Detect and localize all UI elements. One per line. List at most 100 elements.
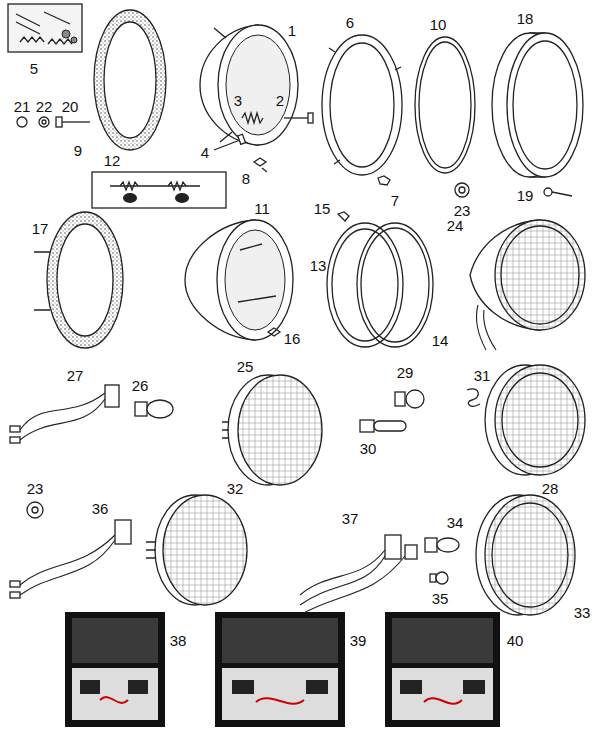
callout-number: 8 <box>242 171 250 186</box>
callout-number: 21 <box>14 99 31 114</box>
callout-number: 3 <box>234 93 242 108</box>
nut-washer-screw-part <box>39 117 49 127</box>
halogen-unit-part <box>146 542 156 558</box>
wiring-harness <box>300 535 417 615</box>
callout-number: 34 <box>447 515 464 530</box>
screw-kit <box>8 4 82 52</box>
callout-number: 27 <box>67 368 84 383</box>
callout-number: 31 <box>474 368 491 383</box>
mounting-ring-part <box>57 224 113 336</box>
callout-number: 29 <box>397 365 414 380</box>
rim <box>492 33 583 196</box>
bulbs-part <box>406 390 424 408</box>
seal-ring-part <box>419 42 471 168</box>
sealed-beam-part <box>222 422 229 438</box>
hid-kit-part <box>100 697 128 703</box>
sealed-beam-part <box>238 375 322 485</box>
hid-kit-part <box>463 680 485 694</box>
bowl <box>200 25 313 172</box>
grommet-part <box>455 183 469 197</box>
bulbs-part <box>360 420 374 432</box>
grommet <box>455 183 469 197</box>
inner-rings-part <box>361 228 429 342</box>
wiring-harness-part <box>405 545 417 559</box>
gasket-part <box>94 10 166 150</box>
callout-number: 15 <box>314 201 331 216</box>
seal-ring-part <box>415 37 475 173</box>
callout-number: 37 <box>342 511 359 526</box>
callout-number: 39 <box>350 633 367 648</box>
bulb-part <box>147 400 173 418</box>
headlamp-unit <box>485 365 585 475</box>
hid-kit <box>385 612 500 727</box>
adjuster-kit-part <box>120 182 186 190</box>
callout-number: 30 <box>360 441 377 456</box>
bulbs-part <box>425 538 437 552</box>
inner-rings-part <box>327 223 403 347</box>
headlamp-assembly-part <box>476 305 496 350</box>
hid-kit-part <box>306 680 328 694</box>
halogen-unit <box>146 495 247 605</box>
rim-part <box>544 188 552 196</box>
callout-number: 10 <box>430 17 447 32</box>
seal-ring <box>415 37 475 173</box>
bowl-part <box>238 134 246 144</box>
wiring-harness-part <box>10 581 20 587</box>
nut-washer-screw-part <box>17 117 27 127</box>
rim-part <box>507 33 583 177</box>
bowl-part <box>226 35 290 135</box>
hid-kit-part <box>222 668 338 720</box>
bulb <box>135 400 173 418</box>
hid-kit-part <box>65 612 165 727</box>
wiring-harness-part <box>385 535 401 559</box>
hid-kit-part <box>392 618 493 663</box>
bowl-part <box>217 220 293 340</box>
wiring-harness-part <box>105 385 119 407</box>
gasket <box>94 10 166 150</box>
grommet-part <box>32 507 38 513</box>
sealed-beam <box>222 375 322 485</box>
bowl-part <box>242 113 263 123</box>
adjuster-kit-part <box>110 185 200 186</box>
hid-kit-part <box>72 618 158 663</box>
nut-washer-screw-part <box>42 120 46 124</box>
callout-number: 19 <box>517 188 534 203</box>
hid-kit-part <box>392 668 493 720</box>
retaining-ring-part <box>378 176 390 185</box>
callout-number: 24 <box>447 218 464 233</box>
halogen-unit-part <box>485 495 575 615</box>
halogen-unit-part <box>163 495 247 605</box>
callout-number: 4 <box>201 145 209 160</box>
bowl-part <box>268 328 280 336</box>
callout-number: 5 <box>30 61 38 76</box>
hid-kit-part <box>222 618 338 663</box>
wiring-harness-part <box>20 393 105 440</box>
bulbs-part <box>436 572 448 584</box>
hid-kit <box>215 612 345 727</box>
callout-number: 36 <box>92 501 109 516</box>
callout-number: 26 <box>132 378 149 393</box>
wiring-harness-part <box>115 520 131 544</box>
rim-part <box>552 192 572 196</box>
bowl-part <box>308 113 313 123</box>
callout-number: 35 <box>432 591 449 606</box>
headlamp-assembly <box>470 220 585 350</box>
retaining-ring <box>322 35 402 185</box>
bulbs-part <box>437 538 459 552</box>
wiring-harness-part <box>10 592 20 598</box>
screw-kit-part <box>8 4 82 52</box>
retaining-ring-part <box>330 43 394 167</box>
gasket-part <box>104 22 156 138</box>
hid-kit-part <box>128 680 148 694</box>
bulbs <box>360 389 480 432</box>
bulbs <box>425 538 459 584</box>
callout-number: 2 <box>276 93 284 108</box>
adjuster-kit <box>92 172 226 208</box>
bowl-part <box>284 117 308 118</box>
bulbs-part <box>395 392 405 406</box>
bowl-part <box>225 230 285 330</box>
halogen-unit-part <box>492 503 568 607</box>
hid-kit-part <box>400 680 422 694</box>
callout-number: 6 <box>346 15 354 30</box>
